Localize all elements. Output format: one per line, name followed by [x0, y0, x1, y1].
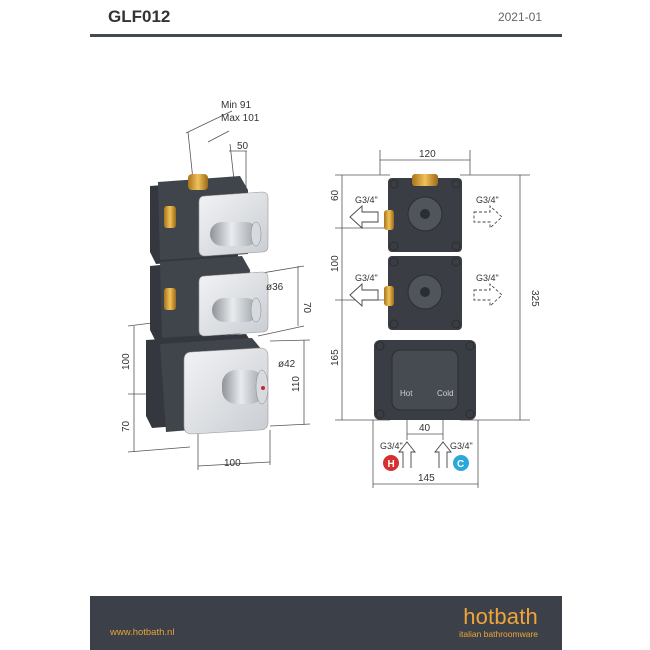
front-upper-cartridge: [384, 174, 462, 252]
cold-badge: C: [457, 459, 464, 470]
front-height-100: 100: [330, 255, 341, 272]
front-height-325: 325: [529, 290, 540, 307]
outlet-label-middle-right: G3/4": [476, 273, 499, 283]
footer-website-link[interactable]: www.hotbath.nl: [110, 627, 175, 638]
product-code: GLF012: [108, 7, 171, 26]
cold-badge-circle: [453, 455, 469, 471]
hot-badge: H: [388, 459, 395, 470]
iso-lower-thermostat: [146, 334, 269, 435]
brand-logo: hotbath: [463, 604, 538, 629]
inlet-label-cold: G3/4": [450, 441, 473, 451]
footer-bar: www.hotbath.nl hotbath italian bathroomw…: [90, 596, 562, 650]
outlet-arrow-upper-right: [473, 204, 503, 230]
front-height-165: 165: [330, 349, 341, 366]
front-view-dimension-lines: [335, 150, 530, 488]
inlet-label-hot: G3/4": [380, 441, 403, 451]
outlet-arrow-middle-right: [473, 282, 503, 308]
iso-depth-max: Max 101: [221, 113, 260, 124]
outlet-arrow-middle-left: [349, 282, 379, 308]
front-hot-text: Hot: [400, 389, 413, 398]
front-height-60: 60: [330, 189, 341, 201]
iso-dim-70-left: 70: [121, 420, 132, 432]
iso-middle-cartridge: [150, 256, 269, 342]
front-lower-thermostat: [374, 340, 476, 420]
iso-dia-36: ø36: [266, 282, 284, 293]
inlet-arrow-hot: [398, 441, 416, 468]
front-width-120: 120: [419, 149, 436, 160]
outlet-label-middle-left: G3/4": [355, 273, 378, 283]
iso-dia-42: ø42: [278, 359, 296, 370]
document-date: 2021-01: [497, 10, 542, 24]
inlet-arrow-cold: [434, 441, 452, 468]
iso-dim-100-left: 100: [121, 353, 132, 370]
iso-dim-110: 110: [291, 376, 302, 392]
brand-tagline: italian bathroomware: [459, 629, 538, 639]
iso-depth-min: Min 91: [221, 100, 251, 111]
front-width-145: 145: [418, 473, 435, 484]
front-cold-text: Cold: [437, 389, 453, 398]
outlet-arrow-upper-left: [349, 204, 379, 230]
header-rule: [90, 34, 562, 37]
inlet-spacing-40: 40: [419, 423, 431, 434]
iso-depth-50: 50: [237, 141, 249, 152]
outlet-label-upper-left: G3/4": [355, 195, 378, 205]
iso-upper-cartridge: [150, 174, 269, 264]
iso-dim-100-bottom: 100: [224, 458, 241, 469]
outlet-label-upper-right: G3/4": [476, 195, 499, 205]
iso-dim-70-upper: 70: [301, 302, 312, 314]
hot-badge-circle: [383, 455, 399, 471]
front-middle-cartridge: [384, 256, 462, 330]
